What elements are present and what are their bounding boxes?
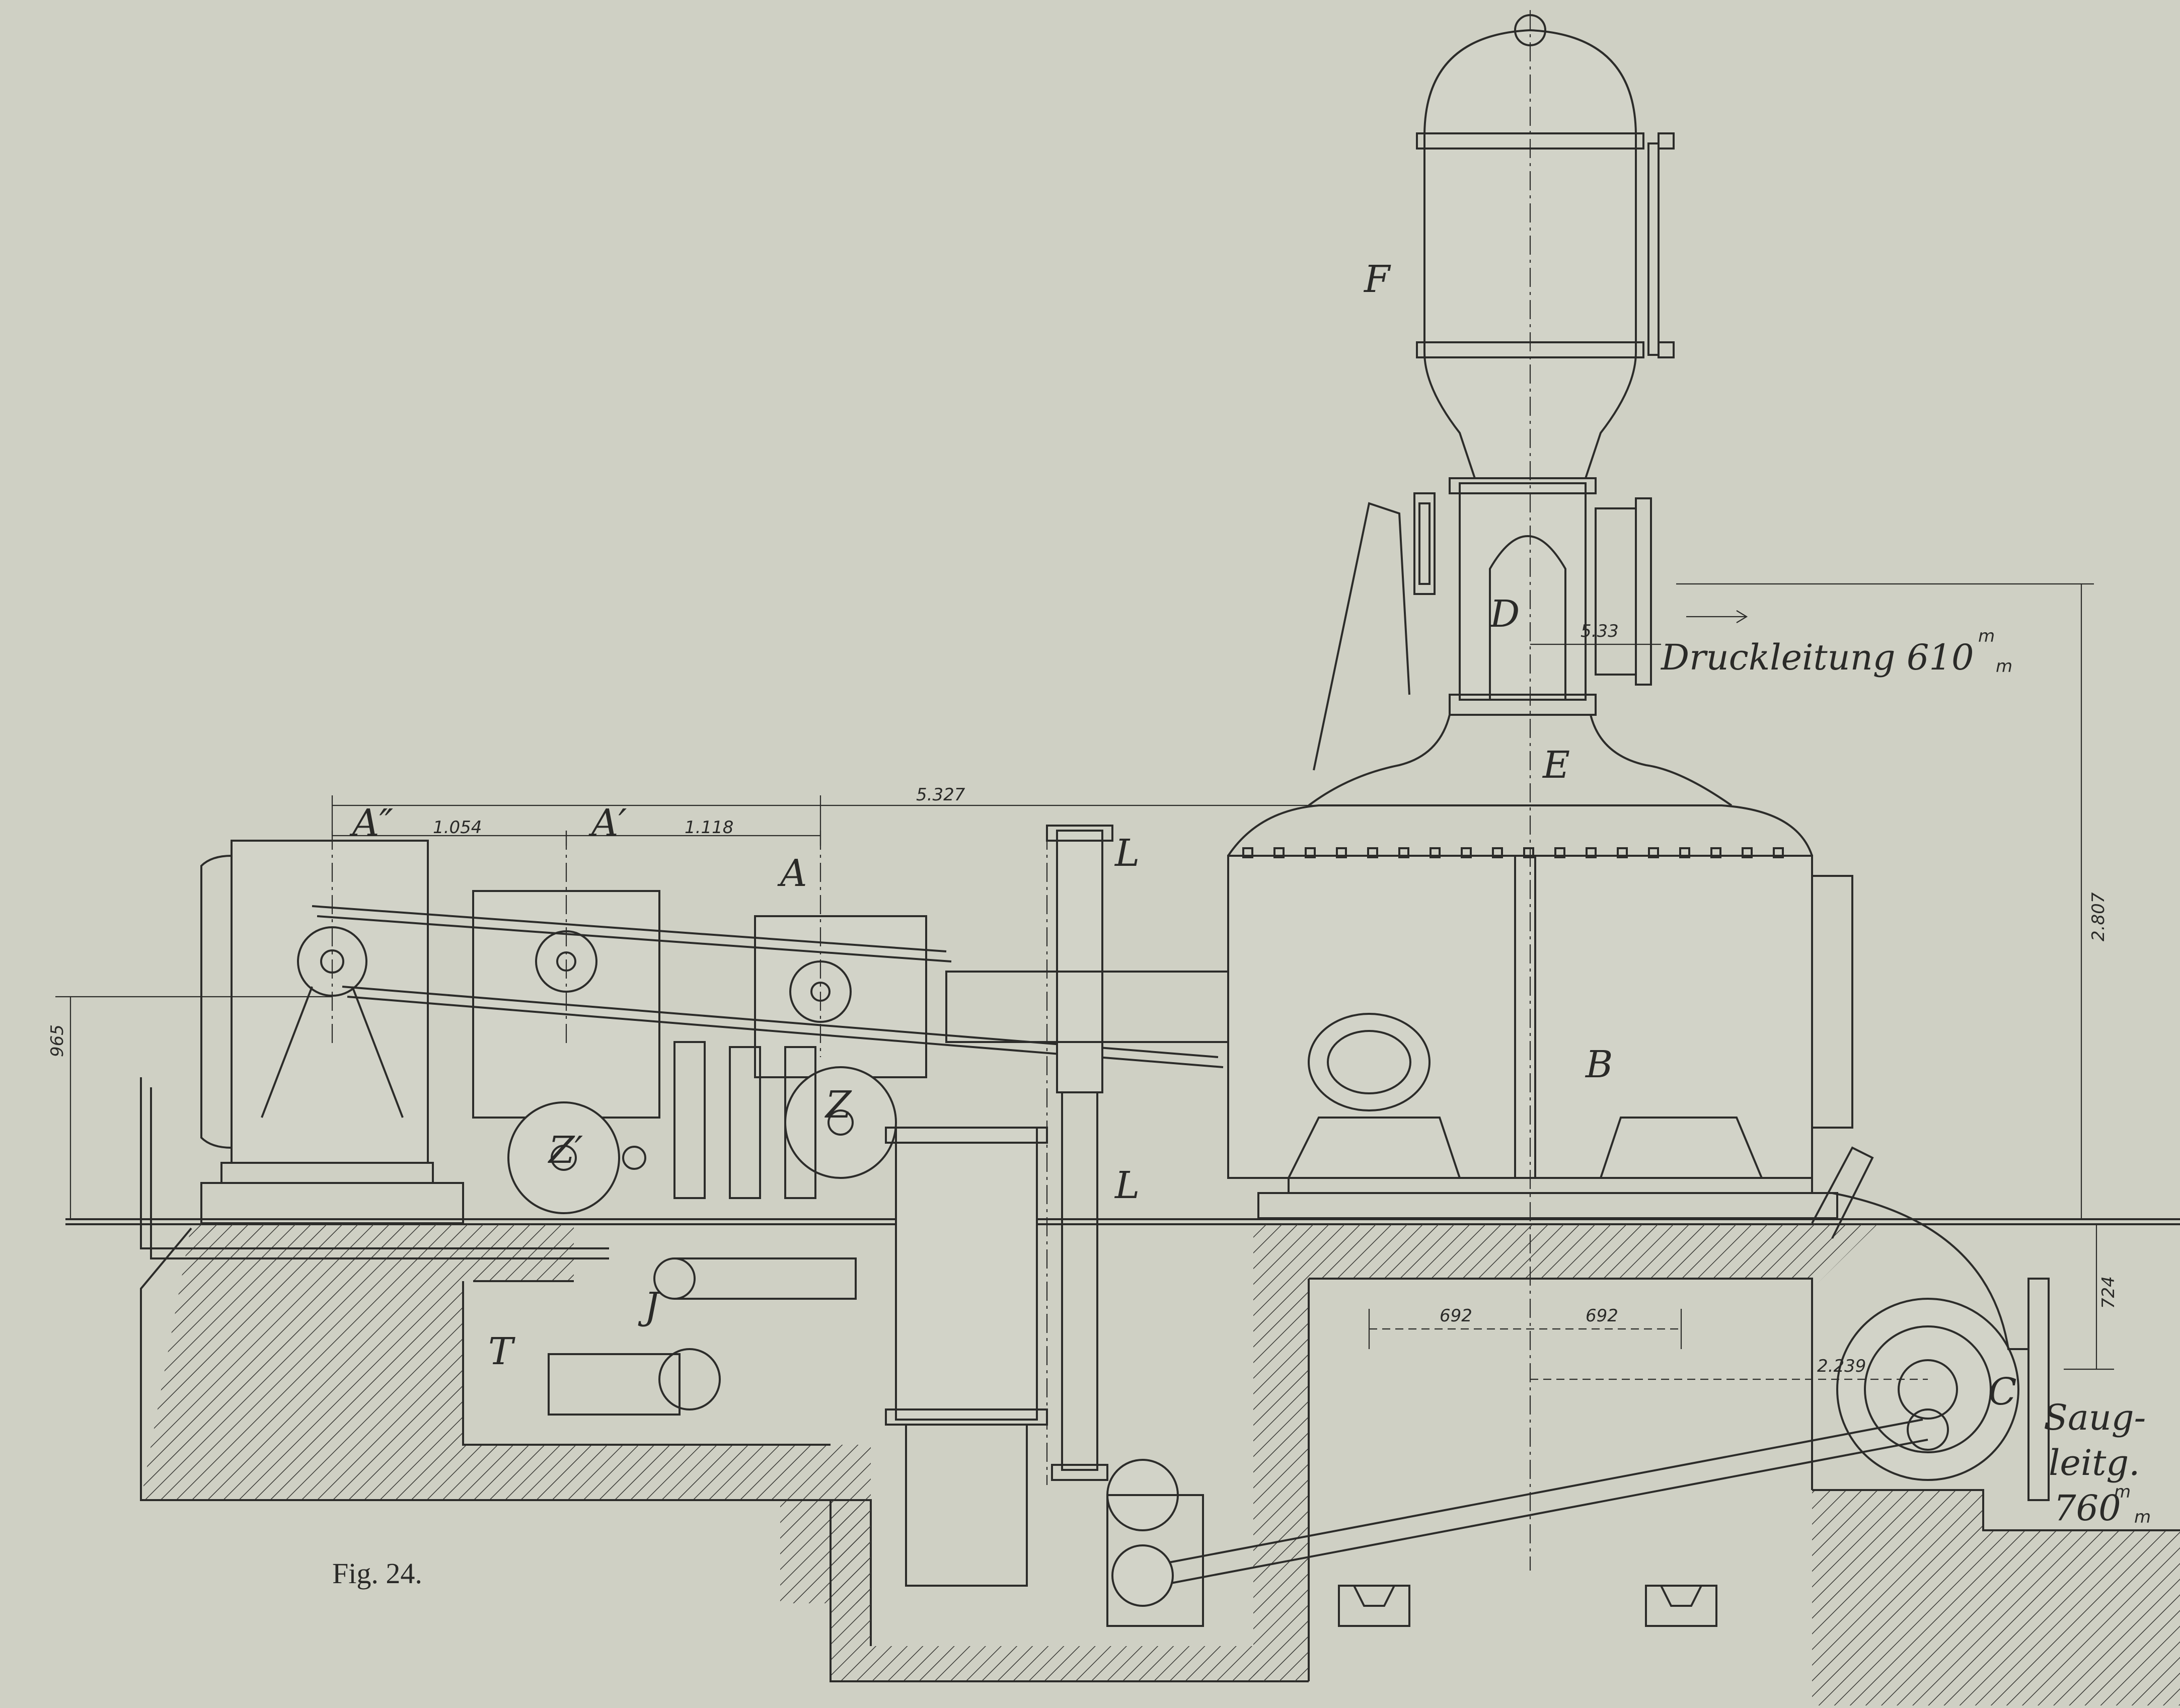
casing-bolts: [1242, 847, 1784, 858]
dim-2239: 2.239: [1817, 1356, 1866, 1376]
bolt-head: [1430, 847, 1441, 858]
dimension-labels: 1.054 1.118 5.327 5.33 2.807 965 724 692…: [47, 621, 2119, 1376]
bolt-head: [1648, 847, 1659, 858]
foundation: [65, 1218, 2180, 1705]
suction-unit-bottom: m: [2134, 1507, 2151, 1527]
dim-1054: 1.054: [433, 818, 482, 838]
label-Z1: Z′: [548, 1129, 583, 1172]
bolt-head: [1773, 847, 1784, 858]
dim-2807: 2.807: [2088, 892, 2109, 941]
bolt-head: [1679, 847, 1690, 858]
bolt-head: [1242, 847, 1253, 858]
bolt-head: [1367, 847, 1378, 858]
suction-label-2: leitg.: [2049, 1442, 2140, 1483]
bolt-head: [1273, 847, 1285, 858]
steam-engine: [140, 825, 1229, 1627]
label-T: T: [488, 1330, 515, 1373]
suction-inlet: [1152, 1146, 2050, 1587]
figure-caption: Fig. 24.: [332, 1557, 422, 1590]
bolt-head: [1586, 847, 1597, 858]
dim-965: 965: [47, 1024, 67, 1057]
center-lines: [331, 10, 1531, 1571]
label-L-bottom: L: [1114, 1164, 1140, 1207]
label-F: F: [1363, 258, 1391, 301]
pump-casing: [1227, 502, 1853, 1219]
bolt-head: [1710, 847, 1721, 858]
pipe-annotations: Druckleitung 610 m m Saug- leitg. 760 m …: [1660, 626, 2151, 1529]
bolt-head: [1523, 847, 1534, 858]
dim-1118: 1.118: [685, 818, 733, 838]
suction-unit-top: m: [2114, 1482, 2131, 1502]
pressure-unit-bottom: m: [1996, 656, 2012, 677]
bolt-head: [1398, 847, 1409, 858]
label-D: D: [1489, 592, 1520, 636]
dim-692-right: 692: [1586, 1306, 1618, 1326]
suction-dia: 760: [2054, 1488, 2121, 1529]
bolt-head: [1305, 847, 1316, 858]
bolt-head: [1617, 847, 1628, 858]
dimension-lines: [55, 583, 2114, 1380]
bolt-head: [1461, 847, 1472, 858]
label-A: A: [777, 852, 807, 895]
pressure-line-label: Druckleitung 610: [1660, 637, 1974, 678]
label-C: C: [1988, 1370, 2017, 1414]
pressure-chamber: [1413, 477, 1652, 716]
dim-724: 724: [2098, 1276, 2119, 1309]
dim-533: 5.33: [1581, 621, 1619, 641]
bolt-head: [1336, 847, 1347, 858]
suction-label-1: Saug-: [2044, 1397, 2146, 1438]
air-vessel: [1416, 14, 1675, 479]
label-E: E: [1542, 744, 1570, 787]
pressure-unit-top: m: [1978, 626, 1995, 646]
bolt-head: [1492, 847, 1503, 858]
label-J: J: [638, 1285, 661, 1328]
label-B: B: [1585, 1043, 1613, 1086]
dim-692-left: 692: [1440, 1306, 1472, 1326]
label-Z: Z: [824, 1083, 852, 1127]
bolt-head: [1554, 847, 1565, 858]
label-A2: A″: [349, 801, 393, 845]
bolt-head: [1742, 847, 1753, 858]
label-L-top: L: [1114, 832, 1140, 875]
label-A1: A′: [588, 801, 627, 845]
part-labels: F D E B C A″ A′ A L L Z Z′ J T: [349, 258, 2017, 1414]
dim-5327: 5.327: [916, 785, 965, 805]
